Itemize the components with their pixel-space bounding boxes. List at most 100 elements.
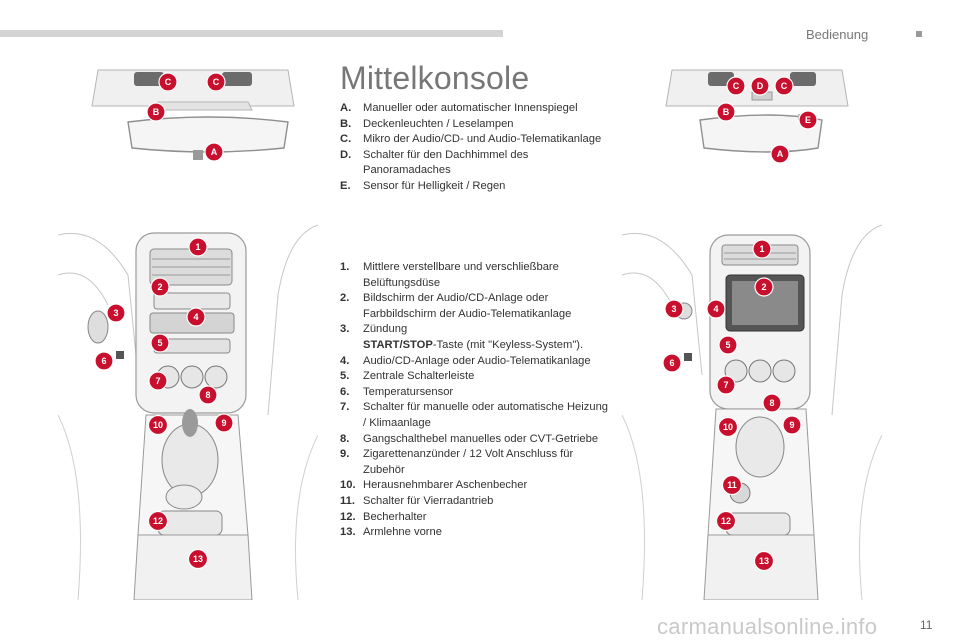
- svg-text:6: 6: [101, 356, 106, 366]
- svg-text:1: 1: [195, 242, 200, 252]
- callout-b: B: [146, 102, 166, 122]
- svg-text:5: 5: [725, 340, 730, 350]
- legend-numbers: 1.Mittlere verstellbare und verschließba…: [340, 260, 610, 541]
- watermark: carmanualsonline.info: [657, 614, 878, 639]
- svg-text:5: 5: [157, 338, 162, 348]
- svg-text:C: C: [781, 81, 788, 91]
- callout-8: 8: [198, 385, 218, 405]
- legend-item-8: 8.Gangschalthebel manuelles oder CVT-Get…: [340, 432, 599, 445]
- callout-5-b: 5: [718, 335, 738, 355]
- callout-5: 5: [150, 333, 170, 353]
- callout-a: A: [204, 142, 224, 162]
- legend-item-9: 9.Zigarettenanzünder / 12 Volt Anschluss…: [340, 448, 574, 476]
- svg-text:A: A: [211, 147, 218, 157]
- callout-6: 6: [94, 351, 114, 371]
- callout-12-b: 12: [715, 510, 737, 532]
- callout-c-1: C: [158, 72, 178, 92]
- legend-item-10: 10.Herausnehmbarer Aschenbecher: [340, 479, 528, 492]
- illustration-console-left: 1 2 3 4 5 6 7 8 9 10 12 13: [58, 215, 318, 600]
- legend-item-13: 13.Armlehne vorne: [340, 526, 442, 539]
- callout-10: 10: [147, 414, 169, 436]
- svg-text:E: E: [805, 115, 811, 125]
- legend-item-a: A.Manueller oder automatischer Innenspie…: [340, 102, 578, 114]
- svg-text:C: C: [213, 77, 220, 87]
- svg-text:8: 8: [769, 398, 774, 408]
- callout-7-b: 7: [716, 375, 736, 395]
- svg-text:13: 13: [759, 556, 769, 566]
- svg-text:C: C: [165, 77, 172, 87]
- callout-7: 7: [148, 371, 168, 391]
- svg-text:2: 2: [157, 282, 162, 292]
- start-stop-label: START/STOP: [363, 338, 433, 351]
- callout-11: 11: [721, 474, 743, 496]
- legend-item-2: 2.Bildschirm der Audio/CD-Anlage oder Fa…: [340, 292, 572, 320]
- callout-3: 3: [106, 303, 126, 323]
- callout-4-b: 4: [706, 299, 726, 319]
- callout-12: 12: [147, 510, 169, 532]
- legend-item-5: 5.Zentrale Schalterleiste: [340, 370, 475, 383]
- section-marker: [916, 31, 922, 37]
- callout-13-b: 13: [753, 550, 775, 572]
- header-bar: [0, 30, 503, 37]
- callout-13: 13: [187, 548, 209, 570]
- svg-text:3: 3: [671, 304, 676, 314]
- callout-4: 4: [186, 307, 206, 327]
- callout-9: 9: [214, 413, 234, 433]
- svg-text:9: 9: [789, 420, 794, 430]
- callout-9-b: 9: [782, 415, 802, 435]
- page-number: 11: [920, 618, 933, 632]
- callout-a-2: A: [770, 144, 790, 164]
- callout-6-b: 6: [662, 353, 682, 373]
- legend-item-1: 1.Mittlere verstellbare und verschließba…: [340, 261, 559, 289]
- svg-text:11: 11: [727, 480, 737, 490]
- callout-8-b: 8: [762, 393, 782, 413]
- callout-3-b: 3: [664, 299, 684, 319]
- legend-item-d: D.Schalter für den Dachhimmel des Panora…: [340, 148, 529, 177]
- legend-letters: A.Manueller oder automatischer Innenspie…: [340, 101, 610, 195]
- legend-item-e: E.Sensor für Helligkeit / Regen: [340, 179, 506, 192]
- callout-c-4: C: [774, 76, 794, 96]
- illustration-console-right: 1 2 3 4 5 6 7 8 9 10 11 12 13: [622, 215, 882, 600]
- legend-item-7: 7.Schalter für manuelle oder automatisch…: [340, 401, 609, 429]
- legend-item-4: 4.Audio/CD-Anlage oder Audio-Telematikan…: [340, 354, 591, 367]
- callout-b-2: B: [716, 102, 736, 122]
- svg-text:B: B: [723, 107, 730, 117]
- svg-text:1: 1: [759, 244, 764, 254]
- svg-text:7: 7: [723, 380, 728, 390]
- callout-c-2: C: [206, 72, 226, 92]
- callout-10-b: 10: [717, 416, 739, 438]
- svg-text:12: 12: [721, 516, 731, 526]
- svg-text:10: 10: [723, 422, 733, 432]
- legend-item-c: C.Mikro der Audio/CD- und Audio-Telemati…: [340, 133, 602, 146]
- callout-1: 1: [188, 237, 208, 257]
- callout-2: 2: [150, 277, 170, 297]
- svg-text:C: C: [733, 81, 740, 91]
- svg-text:4: 4: [193, 312, 198, 322]
- callout-c-3: C: [726, 76, 746, 96]
- svg-text:7: 7: [155, 376, 160, 386]
- legend-item-12: 12.Becherhalter: [340, 510, 427, 523]
- svg-text:B: B: [153, 107, 160, 117]
- callout-e: E: [798, 110, 818, 130]
- legend-item-11: 11.Schalter für Vierradantrieb: [340, 494, 494, 507]
- svg-text:10: 10: [153, 420, 163, 430]
- legend-item-6: 6.Temperatursensor: [340, 385, 454, 398]
- callout-d: D: [750, 76, 770, 96]
- legend-item-b: B.Deckenleuchten / Leselampen: [340, 117, 514, 130]
- illustration-overhead-right: C D C B E A: [622, 66, 872, 166]
- callout-1-b: 1: [752, 239, 772, 259]
- svg-text:3: 3: [113, 308, 118, 318]
- section-title: Bedienung: [806, 27, 869, 42]
- svg-text:2: 2: [761, 282, 766, 292]
- svg-text:12: 12: [153, 516, 163, 526]
- svg-text:D: D: [757, 81, 764, 91]
- svg-text:A: A: [777, 149, 784, 159]
- svg-text:8: 8: [205, 390, 210, 400]
- illustration-overhead-left: C C B A: [58, 66, 308, 166]
- svg-text:9: 9: [221, 418, 226, 428]
- svg-text:13: 13: [193, 554, 203, 564]
- callout-2-b: 2: [754, 277, 774, 297]
- svg-text:4: 4: [713, 304, 718, 314]
- page-title: Mittelkonsole: [340, 60, 530, 96]
